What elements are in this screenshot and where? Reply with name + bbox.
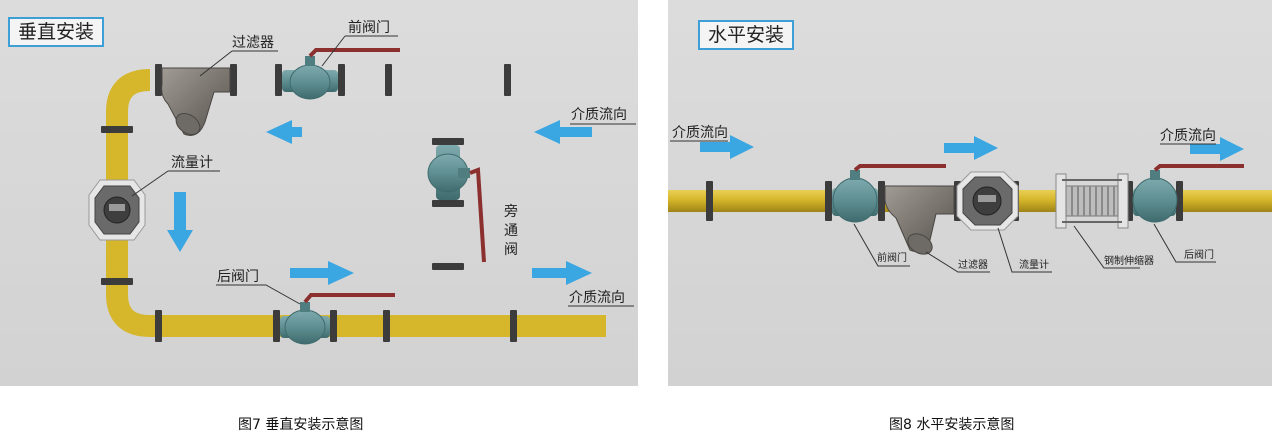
back-valve-symbol <box>1132 164 1244 223</box>
flowmeter-symbol <box>88 179 146 241</box>
flange <box>1176 181 1183 221</box>
leader-lines <box>670 140 1216 273</box>
arrow-right-icon <box>290 261 354 285</box>
flange <box>504 64 511 96</box>
flanges <box>101 64 517 342</box>
front-valve-symbol <box>832 164 946 223</box>
horizontal-installation-panel: 水平安装 介质流向 介质流向 前阀门 过滤器 流量计 钢制伸缩器 后阀门 <box>668 0 1272 386</box>
back-valve-symbol <box>280 293 395 345</box>
bypass-valve-symbol <box>427 145 486 263</box>
arrow-down-icon <box>167 192 193 252</box>
back-valve-handle <box>303 293 395 304</box>
flange <box>101 126 133 133</box>
filter-symbol <box>884 185 955 255</box>
loop-pipe <box>106 69 606 337</box>
arrow-right-icon <box>532 261 592 285</box>
flow-direction-out-label: 介质流向 <box>569 290 625 306</box>
horizontal-installation-diagram <box>668 135 1272 273</box>
back-valve-label: 后阀门 <box>217 269 259 285</box>
filter-label: 过滤器 <box>232 35 274 51</box>
flange <box>878 181 885 221</box>
flange <box>432 200 464 207</box>
leader-lines <box>131 35 636 307</box>
front-valve-label: 前阀门 <box>348 20 390 36</box>
flange <box>273 310 280 342</box>
front-valve-label: 前阀门 <box>877 253 907 264</box>
arrow-left-icon <box>266 120 302 144</box>
expansion-joint-label: 钢制伸缩器 <box>1104 256 1154 267</box>
flange <box>330 310 337 342</box>
flange <box>385 64 392 96</box>
bypass-valve-label: 旁通阀 <box>504 204 518 258</box>
back-valve-handle <box>1153 164 1244 172</box>
flange <box>432 263 464 270</box>
flange <box>275 64 282 96</box>
flowmeter-label: 流量计 <box>171 155 213 171</box>
flange <box>338 64 345 96</box>
filter-label: 过滤器 <box>958 260 988 271</box>
vertical-installation-diagram <box>88 35 636 345</box>
flow-direction-in-label: 介质流向 <box>672 125 728 141</box>
expansion-joint-symbol <box>1055 173 1129 229</box>
arrow-right-icon <box>1190 137 1244 161</box>
flow-direction-in-label: 介质流向 <box>571 107 627 123</box>
flowmeter-label: 流量计 <box>1019 260 1049 271</box>
arrow-right-icon <box>944 136 998 160</box>
bypass-valve-handle <box>469 167 486 263</box>
flow-arrows <box>167 120 592 285</box>
flowmeter-symbol <box>956 171 1019 231</box>
front-valve-handle <box>308 48 400 58</box>
arrow-left-icon <box>534 120 592 144</box>
flange <box>155 310 162 342</box>
figure-right-caption: 图8 水平安装示意图 <box>889 417 1015 433</box>
flow-arrows <box>700 135 1244 161</box>
flow-direction-out-label: 介质流向 <box>1160 128 1216 144</box>
flange <box>383 310 390 342</box>
flange <box>155 64 162 96</box>
back-valve-label: 后阀门 <box>1184 250 1214 261</box>
filter-symbol <box>161 67 231 136</box>
front-valve-handle <box>853 164 946 172</box>
front-valve-symbol <box>282 48 400 100</box>
figure-left-title: 垂直安装 <box>8 17 105 47</box>
vertical-installation-panel: 垂直安装 过滤器 前阀门 流量计 后阀门 旁通阀 介质流向 介质流向 <box>0 0 638 386</box>
arrow-right-icon <box>700 135 754 159</box>
flange <box>101 278 133 285</box>
flange <box>230 64 237 96</box>
flange <box>825 181 832 221</box>
flange <box>432 138 464 145</box>
figure-left-caption: 图7 垂直安装示意图 <box>238 417 364 433</box>
figure-right-title: 水平安装 <box>698 20 795 50</box>
flange <box>706 181 713 221</box>
flange <box>510 310 517 342</box>
